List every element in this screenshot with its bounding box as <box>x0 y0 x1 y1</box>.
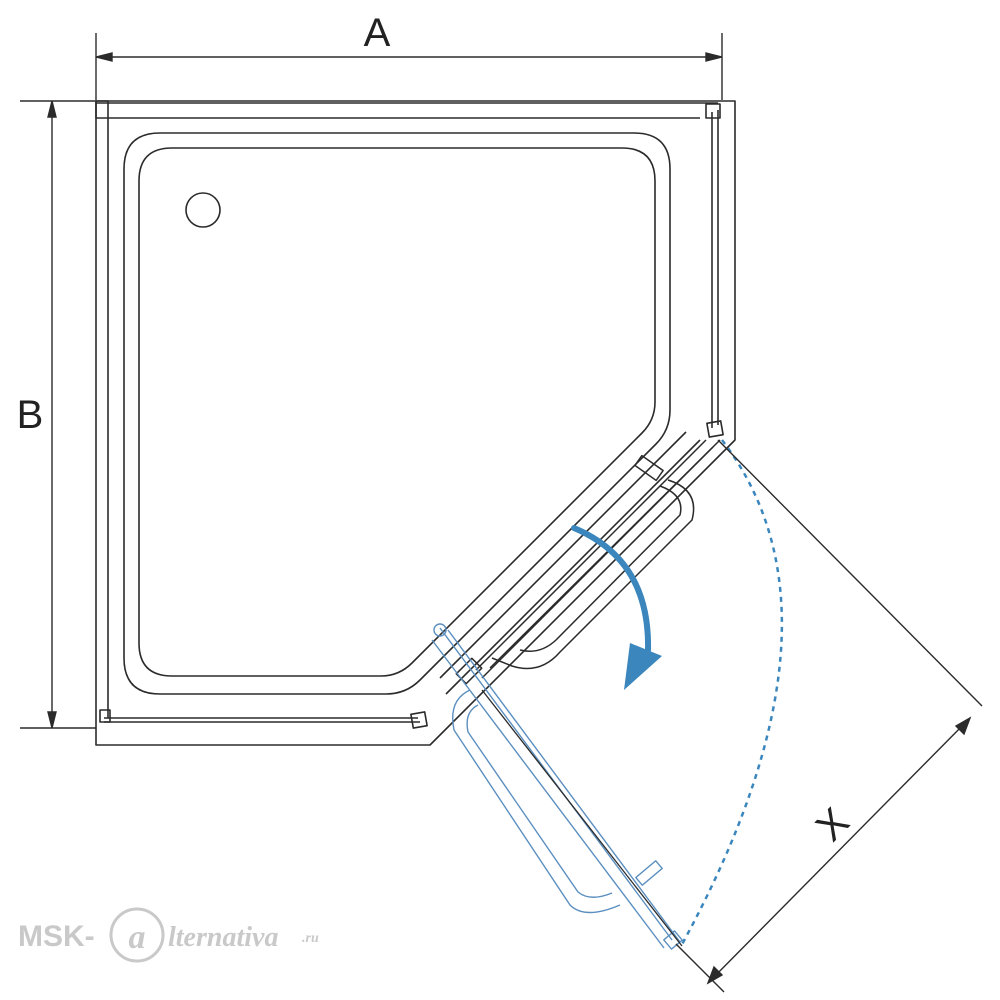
door-open-handle-inner <box>466 704 613 898</box>
watermark-at-icon <box>109 907 165 963</box>
rotation-arrow-icon <box>571 525 662 690</box>
dimension-b-arrow-bottom <box>47 711 57 729</box>
door-swing-arc <box>678 439 784 949</box>
door-closed-handle <box>491 479 695 670</box>
door-open-hinge <box>433 623 447 637</box>
dimension-b-arrow-top <box>47 100 57 118</box>
door-closed <box>455 439 721 685</box>
tray-outer-rim <box>123 132 671 695</box>
tray-front-edge-2 <box>445 439 701 695</box>
tray-inner-basin <box>138 147 656 677</box>
door-closed-handle-inner <box>519 485 682 652</box>
dimension-a-label: A <box>364 11 391 55</box>
dimension-x-arrow-top <box>954 716 972 736</box>
door-closed-knob <box>634 454 664 482</box>
dimension-x <box>675 439 983 993</box>
watermark-brand: MSK- <box>18 920 95 953</box>
dimension-a <box>95 33 723 100</box>
dimension-x-extension-bottom <box>675 943 725 993</box>
door-open-handle <box>452 689 621 914</box>
dimension-x-line <box>707 717 971 984</box>
door-open <box>431 623 683 950</box>
enclosure-outer-frame <box>95 100 736 746</box>
door-open-glass-2 <box>447 629 681 943</box>
door-open-edge <box>481 689 683 947</box>
dimension-x-extension-top <box>717 439 983 707</box>
shower-tray <box>123 132 701 695</box>
dimension-x-label: X <box>808 800 858 850</box>
watermark-at-glyph: a <box>129 919 146 956</box>
door-open-knob <box>635 860 663 886</box>
corner-block-bottom-left <box>99 709 111 723</box>
door-open-glass-3 <box>431 639 665 949</box>
enclosure-outline <box>95 100 736 746</box>
corner-block-top-right <box>705 103 721 119</box>
dimension-x-arrow-bottom <box>706 965 724 985</box>
corner-block-top-left <box>95 100 109 119</box>
watermark-domain-suffix: .ru <box>302 931 319 946</box>
door-closed-glass-1 <box>475 439 707 671</box>
dimension-b-label: B <box>17 393 44 437</box>
dimension-a-arrow-left <box>95 52 113 62</box>
drain-icon <box>185 192 221 228</box>
watermark-brand-tail: lternativa <box>168 922 278 953</box>
dimension-b <box>20 100 96 729</box>
dimension-a-arrow-right <box>705 52 723 62</box>
door-closed-glass-3 <box>489 439 721 669</box>
watermark-logo: MSK- a lternativa .ru <box>18 907 319 963</box>
corner-block-bottom-right <box>410 711 428 729</box>
hinge-block-right <box>706 420 724 438</box>
